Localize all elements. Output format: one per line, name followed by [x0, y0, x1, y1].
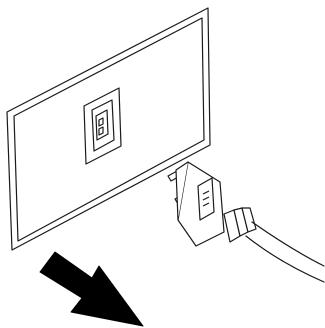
plug-icon [168, 162, 256, 246]
outlet-icon [84, 88, 121, 164]
power-cord-icon [246, 222, 324, 282]
direction-arrow-icon [40, 252, 143, 326]
